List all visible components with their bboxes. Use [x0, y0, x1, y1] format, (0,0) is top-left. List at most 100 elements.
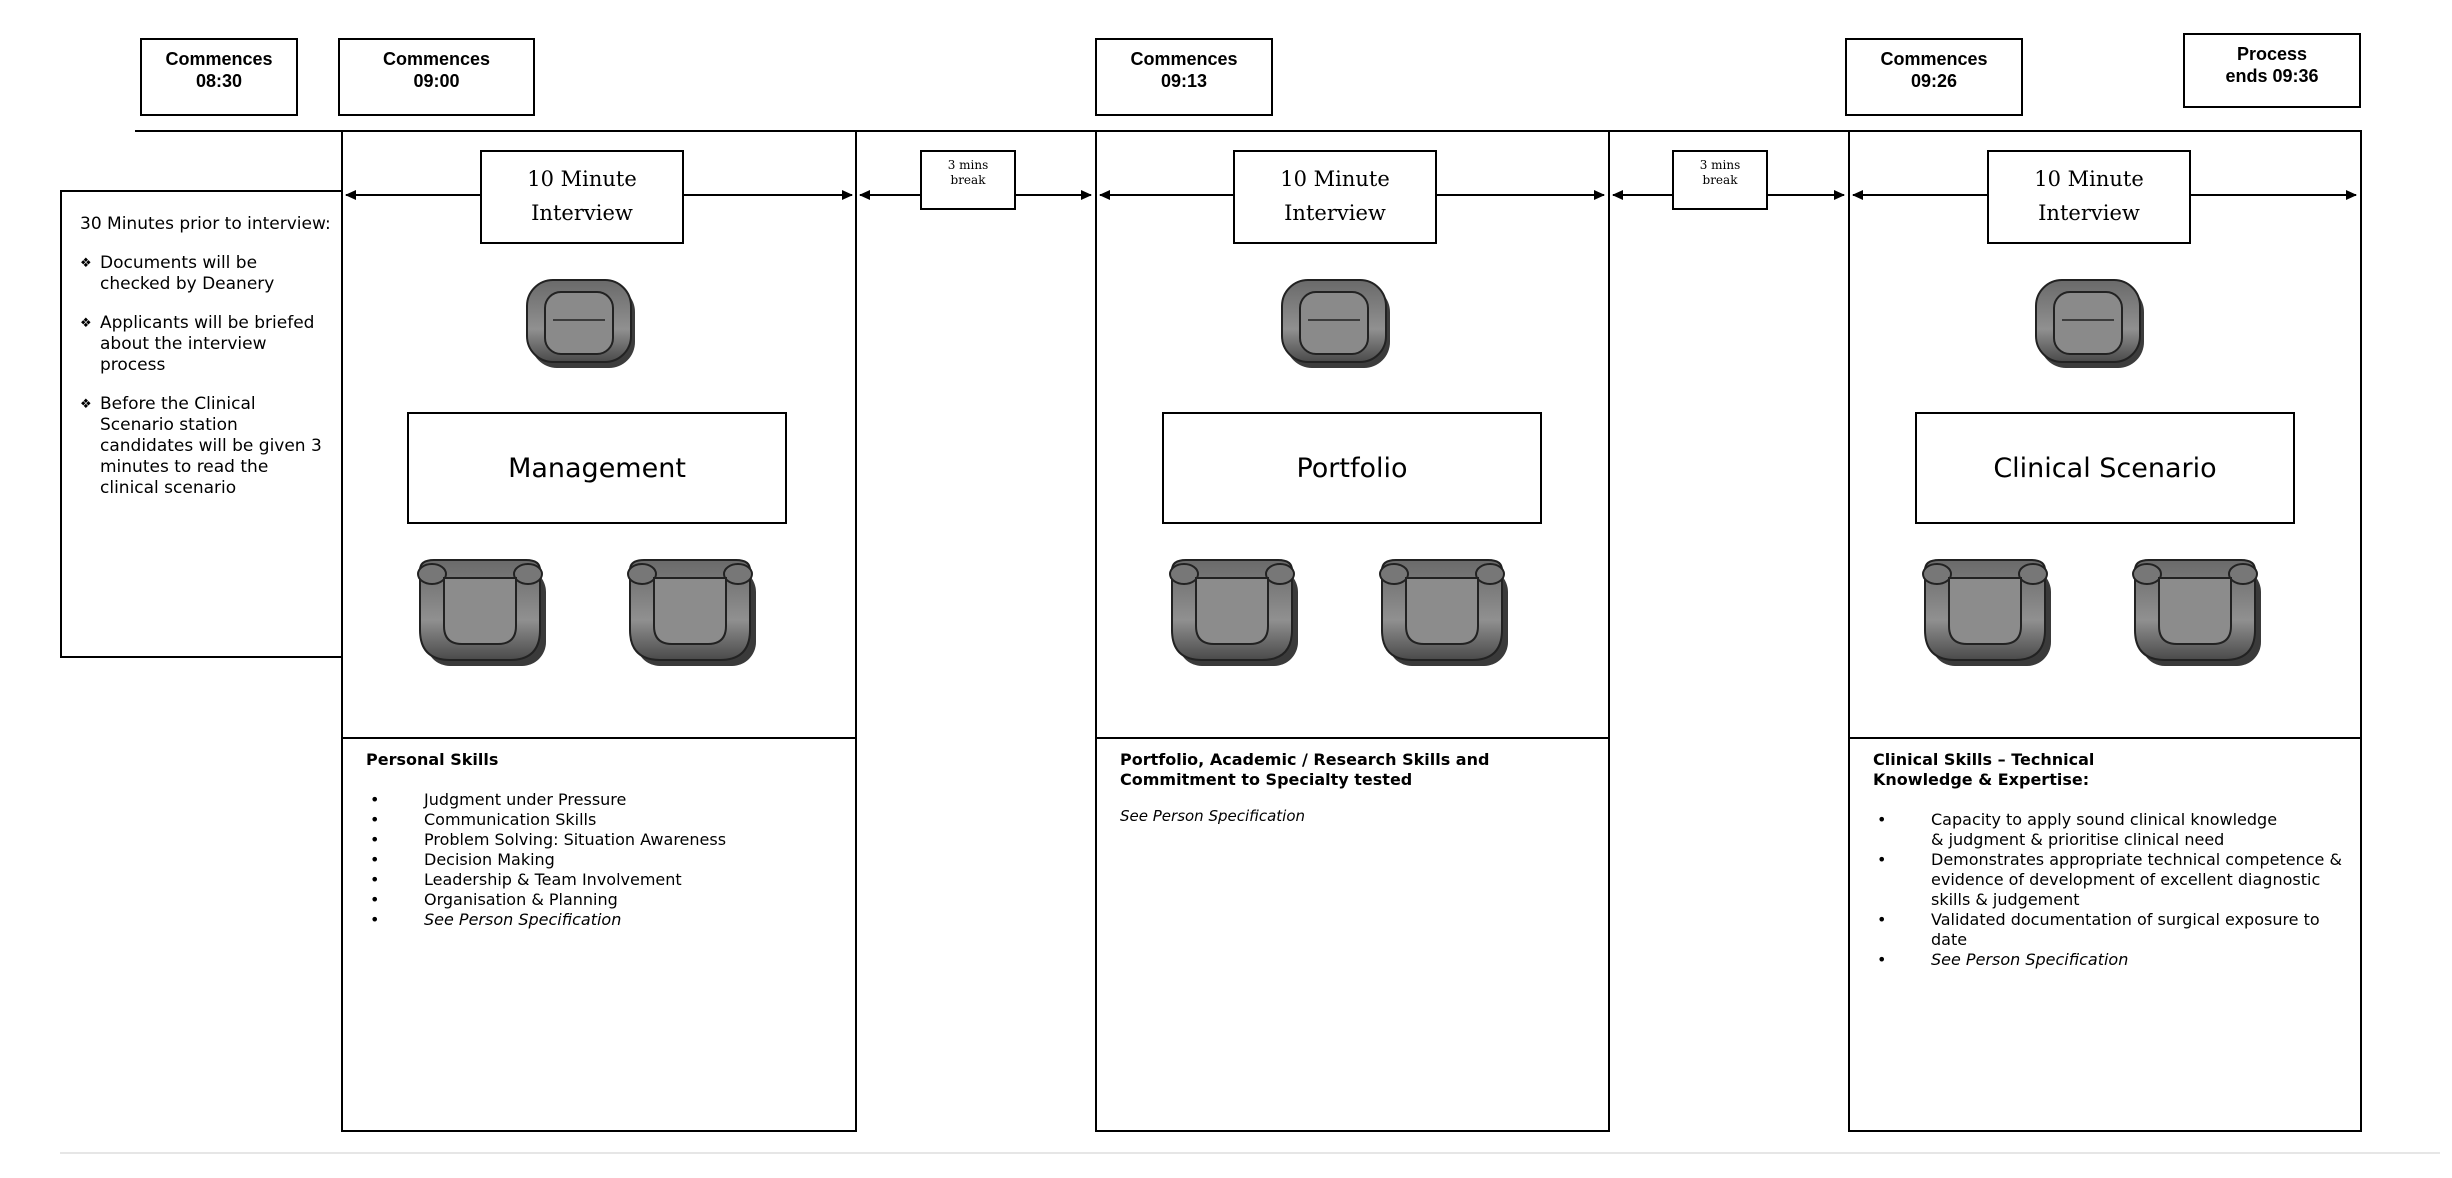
time-box-line1: Commences	[1880, 49, 1988, 69]
armchair-icon	[2132, 559, 2262, 667]
bullet-dot: •	[1877, 850, 1887, 869]
notes-item: ❖Before the Clinical Scenario station ca…	[80, 394, 331, 499]
skills-management: Personal Skills • Judgment under Pressure…	[366, 750, 846, 930]
bullet-dot: •	[370, 890, 380, 909]
notes-item: ❖ Documents will be checked by Deanery	[80, 253, 331, 295]
bullet-dot: •	[1877, 910, 1887, 929]
notes-item: ❖ Applicants will be briefed about the in…	[80, 313, 331, 376]
skill-text: Validated documentation of surgical expo…	[1931, 910, 2320, 949]
interview-line1: 10 Minute	[2034, 167, 2144, 191]
time-box-line2: 09:26	[1910, 71, 1958, 91]
skill-text: Judgment under Pressure	[424, 790, 627, 809]
time-box-line2: 08:30	[195, 71, 243, 91]
skills-separator	[1095, 737, 1610, 739]
break-box-2: 3 mins break	[1672, 150, 1768, 210]
panel-bottom	[1848, 1130, 2362, 1132]
skill-item: • Validated documentation of surgical exp…	[1873, 910, 2351, 950]
skill-text: Decision Making	[424, 850, 555, 869]
notes-item-text: Applicants will be briefed about the int…	[100, 313, 315, 375]
bullet-dot: •	[370, 830, 380, 849]
time-box-0900: Commences 09:00	[338, 38, 535, 116]
bullet-dot: •	[370, 810, 380, 829]
panel-bottom	[341, 1130, 857, 1132]
time-box-0830: Commences 08:30	[140, 38, 298, 116]
bullet-dot: •	[370, 850, 380, 869]
interview-line1: 10 Minute	[527, 167, 637, 191]
skill-item: • Organisation & Planning	[366, 890, 846, 910]
bullet-dot: •	[1877, 950, 1887, 969]
diamond-bullet-icon: ❖	[80, 397, 92, 412]
station-management: Management	[407, 412, 787, 524]
page-bottom-rule	[60, 1152, 2440, 1154]
station-name: Clinical Scenario	[1993, 452, 2217, 484]
break-line2: break	[950, 173, 986, 187]
diamond-bullet-icon: ❖	[80, 316, 92, 331]
bullet-dot: •	[1877, 810, 1887, 829]
time-box-end: Process ends 09:36	[2183, 33, 2361, 108]
skill-text: See Person Specification	[1931, 950, 2129, 969]
time-box-line2: ends 09:36	[2225, 66, 2319, 86]
break-line1: 3 mins	[947, 158, 989, 172]
skill-text: Leadership & Team Involvement	[424, 870, 682, 889]
time-box-0913: Commences 09:13	[1095, 38, 1273, 116]
panel-bottom	[1095, 1130, 1610, 1132]
diamond-bullet-icon: ❖	[80, 256, 92, 271]
time-box-line2: 09:13	[1160, 71, 1208, 91]
armchair-icon	[417, 559, 547, 667]
pre-interview-notes: 30 Minutes prior to interview: ❖Document…	[60, 190, 343, 658]
divider	[855, 130, 857, 1132]
skill-item: • Demonstrates appropriate technical comp…	[1873, 850, 2351, 910]
armchair-icon	[1281, 279, 1391, 369]
skills-note: See Person Specification	[1120, 807, 1306, 825]
time-box-line2: 09:00	[413, 71, 460, 91]
interview-line2: Interview	[2038, 201, 2140, 225]
interview-line2: Interview	[531, 201, 633, 225]
notes-item-text: Documents will be checked by Deanery	[100, 253, 275, 294]
armchair-icon	[627, 559, 757, 667]
armchair-icon	[1379, 559, 1509, 667]
skills-separator	[1848, 737, 2362, 739]
divider	[1608, 130, 1610, 1132]
interview-box-1: 10 Minute Interview	[480, 150, 684, 244]
skill-item: • Decision Making	[366, 850, 846, 870]
skill-item: • See Person Specification	[366, 910, 846, 930]
break-box-1: 3 mins break	[920, 150, 1016, 210]
interview-line2: Interview	[1284, 201, 1386, 225]
interview-line1: 10 Minute	[1280, 167, 1390, 191]
skill-text: Demonstrates appropriate technical compe…	[1931, 850, 2342, 909]
station-name: Portfolio	[1296, 452, 1408, 484]
divider	[1095, 130, 1097, 1132]
bullet-dot: •	[370, 870, 380, 889]
time-box-line1: Commences	[1130, 49, 1238, 69]
bullet-dot: •	[370, 790, 380, 809]
station-portfolio: Portfolio	[1162, 412, 1542, 524]
skill-item: • Communication Skills	[366, 810, 846, 830]
armchair-icon	[1922, 559, 2052, 667]
divider	[1848, 130, 1850, 1132]
skill-text: Organisation & Planning	[424, 890, 618, 909]
skills-clinical: Clinical Skills – Technical Knowledge & …	[1873, 750, 2342, 970]
skills-separator	[341, 737, 857, 739]
bullet-dot: •	[370, 910, 380, 929]
break-line2: break	[1702, 173, 1738, 187]
time-box-line1: Process	[2236, 44, 2308, 64]
station-clinical-scenario: Clinical Scenario	[1915, 412, 2295, 524]
interview-box-2: 10 Minute Interview	[1233, 150, 1437, 244]
skill-text: Communication Skills	[424, 810, 597, 829]
divider	[2360, 130, 2362, 1132]
skills-heading: Clinical Skills – Technical Knowledge & …	[1873, 750, 2095, 789]
skills-heading: Personal Skills	[366, 750, 499, 769]
time-box-line1: Commences	[382, 49, 491, 69]
skill-text: Capacity to apply sound clinical knowled…	[1931, 810, 2278, 849]
skill-item: • Problem Solving: Situation Awareness	[366, 830, 846, 850]
skill-text: See Person Specification	[424, 910, 622, 929]
time-box-0926: Commences 09:26	[1845, 38, 2023, 116]
armchair-icon	[2035, 279, 2145, 369]
skill-text: Problem Solving: Situation Awareness	[424, 830, 727, 849]
armchair-icon	[526, 279, 636, 369]
armchair-icon	[1169, 559, 1299, 667]
skill-item: • Leadership & Team Involvement	[366, 870, 846, 890]
skills-portfolio: Portfolio, Academic / Research Skills an…	[1120, 750, 1520, 826]
break-line1: 3 mins	[1699, 158, 1741, 172]
